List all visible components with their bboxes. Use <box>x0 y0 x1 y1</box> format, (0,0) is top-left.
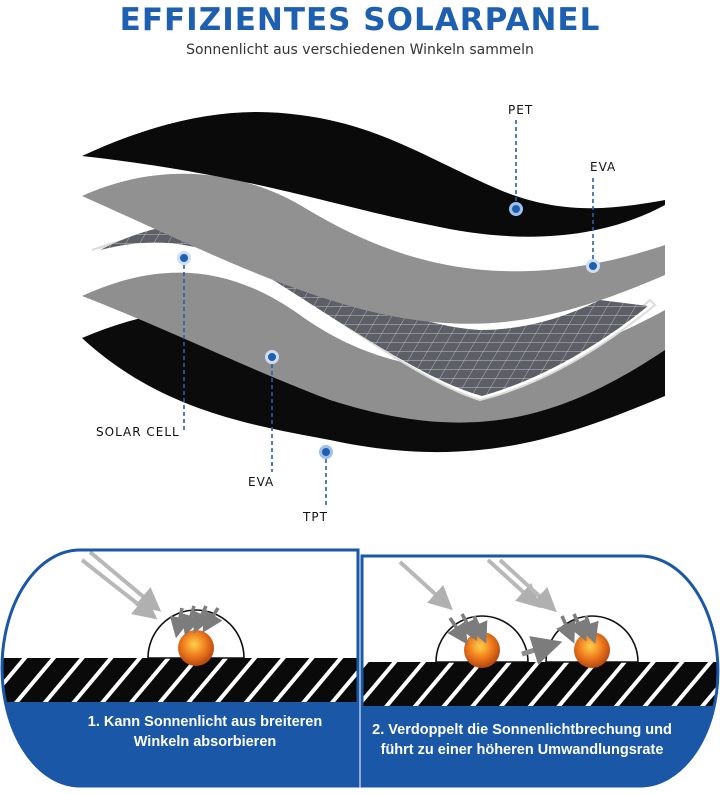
caption-left: 1. Kann Sonnenlicht aus breiteren Winkel… <box>87 714 323 750</box>
layer-stack-illustration <box>82 111 665 508</box>
panel-left <box>2 550 358 786</box>
marker-dots <box>177 202 600 459</box>
caption-right: 2. Verdoppelt die Sonnenlichtbrechung un… <box>372 722 672 758</box>
label-eva-bottom: EVA <box>248 475 275 489</box>
label-eva-top: EVA <box>590 160 617 174</box>
eva-top-layer <box>82 173 665 324</box>
page-title: EFFIZIENTES SOLARPANEL <box>119 2 601 38</box>
label-tpt: TPT <box>303 510 328 524</box>
panel-right <box>362 556 718 786</box>
label-pet: PET <box>508 103 534 117</box>
page-subtitle: Sonnenlicht aus verschiedenen Winkeln sa… <box>186 42 534 58</box>
label-solar-cell: SOLAR CELL <box>96 425 180 439</box>
